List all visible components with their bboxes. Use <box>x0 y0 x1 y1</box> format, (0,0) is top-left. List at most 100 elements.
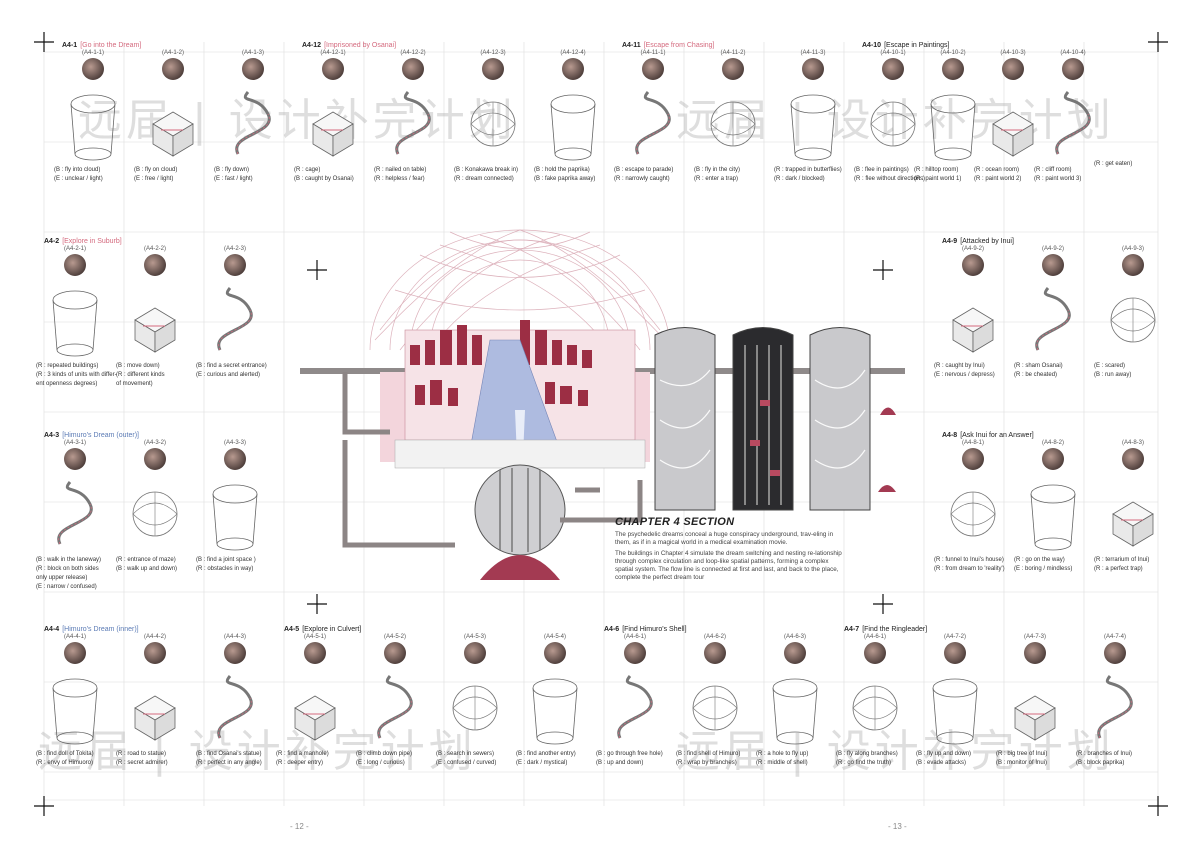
film-still-thumbnail <box>722 58 744 80</box>
section-paragraph-2: The buildings in Chapter 4 simulate the … <box>615 550 842 581</box>
film-still-thumbnail <box>144 448 166 470</box>
cell-caption: (R : entrance of maze)(B : walk up and d… <box>116 556 194 574</box>
group-title: A4-7[Find the Ringleader] <box>844 626 927 633</box>
group-code: A4-5 <box>284 626 300 633</box>
chapter-section-text: CHAPTER 4 SECTION The psychedelic dreams… <box>615 516 845 582</box>
cell-code: (A4-4-2) <box>143 634 166 640</box>
caption-line: (R : different kinds <box>116 372 165 378</box>
storyboard-cell: (A4-7-2)(B : fly up and down)(B : evade … <box>916 634 994 768</box>
film-still-thumbnail <box>624 642 646 664</box>
storyboard-cell: (A4-9-2)(R : sham Osanai)(R : be cheated… <box>1014 246 1092 380</box>
page-number-left: - 12 - <box>290 822 309 831</box>
group-name: [Escape in Paintings] <box>884 42 950 49</box>
isometric-model <box>365 668 425 748</box>
film-still-thumbnail <box>82 58 104 80</box>
cell-code: (A4-11-2) <box>720 50 746 56</box>
isometric-model <box>923 84 983 164</box>
group-a4-2: A4-2[Explore in Suburb](A4-2-1)(R : repe… <box>36 238 267 387</box>
caption-line: (B : evade attacks) <box>916 760 967 766</box>
film-still-thumbnail <box>1042 448 1064 470</box>
film-still-thumbnail <box>224 254 246 276</box>
film-still-thumbnail <box>942 58 964 80</box>
caption-line: (B : move down) <box>116 363 160 369</box>
cell-code: (A4-2-1) <box>63 246 86 252</box>
caption-line: (E : free / light) <box>134 176 174 182</box>
film-still-thumbnail <box>64 254 86 276</box>
cell-caption: (B : fly on cloud)(E : free / light) <box>134 166 212 184</box>
cell-caption: (R : big tree of Inui)(B : monitor of In… <box>996 750 1074 768</box>
cell-caption: (R : find a manhole)(R : deeper entry) <box>276 750 354 768</box>
caption-line: (R : paint world 3) <box>1034 176 1082 182</box>
cell-code: (A4-9-2) <box>1041 246 1064 252</box>
caption-line: (B : block paprika) <box>1076 760 1125 766</box>
section-paragraph-1: The psychedelic dreams conceal a huge co… <box>615 531 834 546</box>
film-still-thumbnail <box>144 254 166 276</box>
isometric-model <box>543 84 603 164</box>
film-still-thumbnail <box>64 642 86 664</box>
cell-code: (A4-5-4) <box>543 634 566 640</box>
film-still-thumbnail <box>482 58 504 80</box>
film-still-thumbnail <box>802 58 824 80</box>
caption-line: (B : fly down) <box>214 167 250 173</box>
group-a4-7: A4-7[Find the Ringleader](A4-6-1)(B : fl… <box>836 626 1133 766</box>
storyboard-cell: (A4-4-3)(B : find Osanai's statue)(R : p… <box>196 634 274 768</box>
caption-line: (R : narrowly caught) <box>614 176 670 182</box>
chapter-section-drawing <box>300 229 905 580</box>
cell-code: (A4-3-1) <box>63 440 86 446</box>
cell-caption: (R : terrarium of Inui)(R : a perfect tr… <box>1094 556 1172 574</box>
caption-line: (E : long / curious) <box>356 760 405 766</box>
storyboard-cell: (A4-4-2)(R : road to statue)(R : secret … <box>116 634 194 768</box>
film-still-thumbnail <box>242 58 264 80</box>
storyboard-cell: (A4-9-2)(R : caught by Inui)(E : nervous… <box>934 246 1012 380</box>
film-still-thumbnail <box>402 58 424 80</box>
caption-line: (R : be cheated) <box>1014 372 1058 378</box>
storyboard-cell: (A4-6-1)(B : fly along branches)(R : go … <box>836 634 914 768</box>
storyboard-cell: (A4-12-2)(R : nailed on table)(R : helpl… <box>374 50 452 184</box>
caption-line: (B : find a joint space ) <box>196 557 256 563</box>
storyboard-cell: (A4-11-2)(B : fly in the city)(R : enter… <box>694 50 772 184</box>
caption-line: (R : helpless / fear) <box>374 176 425 182</box>
caption-line: (B : search in sewers) <box>436 751 495 757</box>
cell-caption: (R : a hole to fly up)(R : middle of she… <box>756 750 834 768</box>
cell-caption: (B : find Osanai's statue)(R : perfect i… <box>196 750 274 768</box>
cell-caption: (R : hilltop room)(R : paint world 1) <box>914 166 992 184</box>
watermark: 远届 | 设计补完计划 <box>676 95 1115 146</box>
film-still-thumbnail <box>642 58 664 80</box>
isometric-model <box>463 84 523 164</box>
film-still-thumbnail <box>464 642 486 664</box>
cell-code: (A4-9-3) <box>1121 246 1144 252</box>
storyboard-cell: (A4-3-2)(R : entrance of maze)(B : walk … <box>116 440 194 574</box>
isometric-model <box>943 474 1003 554</box>
caption-line: (B : up and down) <box>596 760 644 766</box>
storyboard-cell: (A4-10-1)(B : flee in paintings)(R : fle… <box>854 50 932 184</box>
isometric-model <box>205 474 265 554</box>
cell-code: (A4-6-2) <box>703 634 726 640</box>
caption-line: (B : caught by Osanai) <box>294 176 354 182</box>
storyboard-cell: (A4-2-2) (B : move down) (R : different ki… <box>116 246 194 389</box>
group-a4-8: A4-8[Ask Inui for an Answer](A4-8-1)(R :… <box>934 432 1154 572</box>
cell-caption: (B : walk in the laneway)(R : block on b… <box>36 556 114 592</box>
caption-line: (E : nervous / depress) <box>934 372 995 378</box>
film-still-thumbnail <box>384 642 406 664</box>
cell-code: (A4-2-2) <box>143 246 166 252</box>
group-title: A4-11[Escape from Chasing] <box>622 42 715 49</box>
caption-line: (E : unclear / light) <box>54 176 103 182</box>
storyboard-cell: (A4-6-2)(B : find shell of Himuro)(R : w… <box>676 634 754 768</box>
cell-code: (A4-10-3) <box>1000 50 1026 56</box>
cell-caption: (R : cage)(B : caught by Osanai) <box>294 166 372 184</box>
storyboard-cell: (A4-6-1)(B : go through free hole)(B : u… <box>596 634 674 768</box>
group-title: A4-12[Imprisoned by Osanai] <box>302 42 396 49</box>
isometric-model <box>623 84 683 164</box>
storyboard-cell: (A4-5-1)(R : find a manhole)(R : deeper … <box>276 634 354 768</box>
group-code: A4-4 <box>44 626 60 633</box>
cell-code: (A4-7-2) <box>943 634 966 640</box>
cell-code: (A4-8-2) <box>1041 440 1064 446</box>
caption-line: (R : hilltop room) <box>914 167 959 173</box>
caption-line: (R : dark / blocked) <box>774 176 825 182</box>
storyboard-cell: (A4-4-1)(B : find doll of Tokita)(R : en… <box>36 634 114 768</box>
cell-code: (A4-12-3) <box>480 50 506 56</box>
isometric-model <box>765 668 825 748</box>
film-still-thumbnail <box>1002 58 1024 80</box>
cell-code: (A4-5-2) <box>383 634 406 640</box>
caption-line: (E : scared) <box>1094 363 1126 369</box>
